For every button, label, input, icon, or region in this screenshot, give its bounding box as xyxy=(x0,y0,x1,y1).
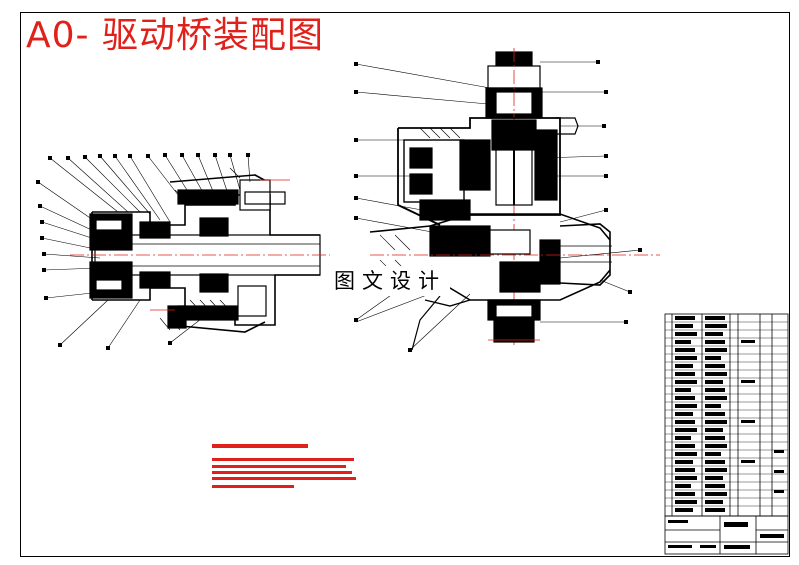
parts-list-table xyxy=(664,313,789,517)
drawing-title: A0- 驱动桥装配图 xyxy=(26,15,324,56)
technical-requirements xyxy=(212,444,356,488)
watermark-text: 图文设计 xyxy=(330,266,450,296)
drawing-border xyxy=(20,12,790,557)
title-block xyxy=(664,515,789,555)
main-reducer-differential-section xyxy=(354,48,660,352)
hub-wheel-end-section xyxy=(36,153,330,350)
